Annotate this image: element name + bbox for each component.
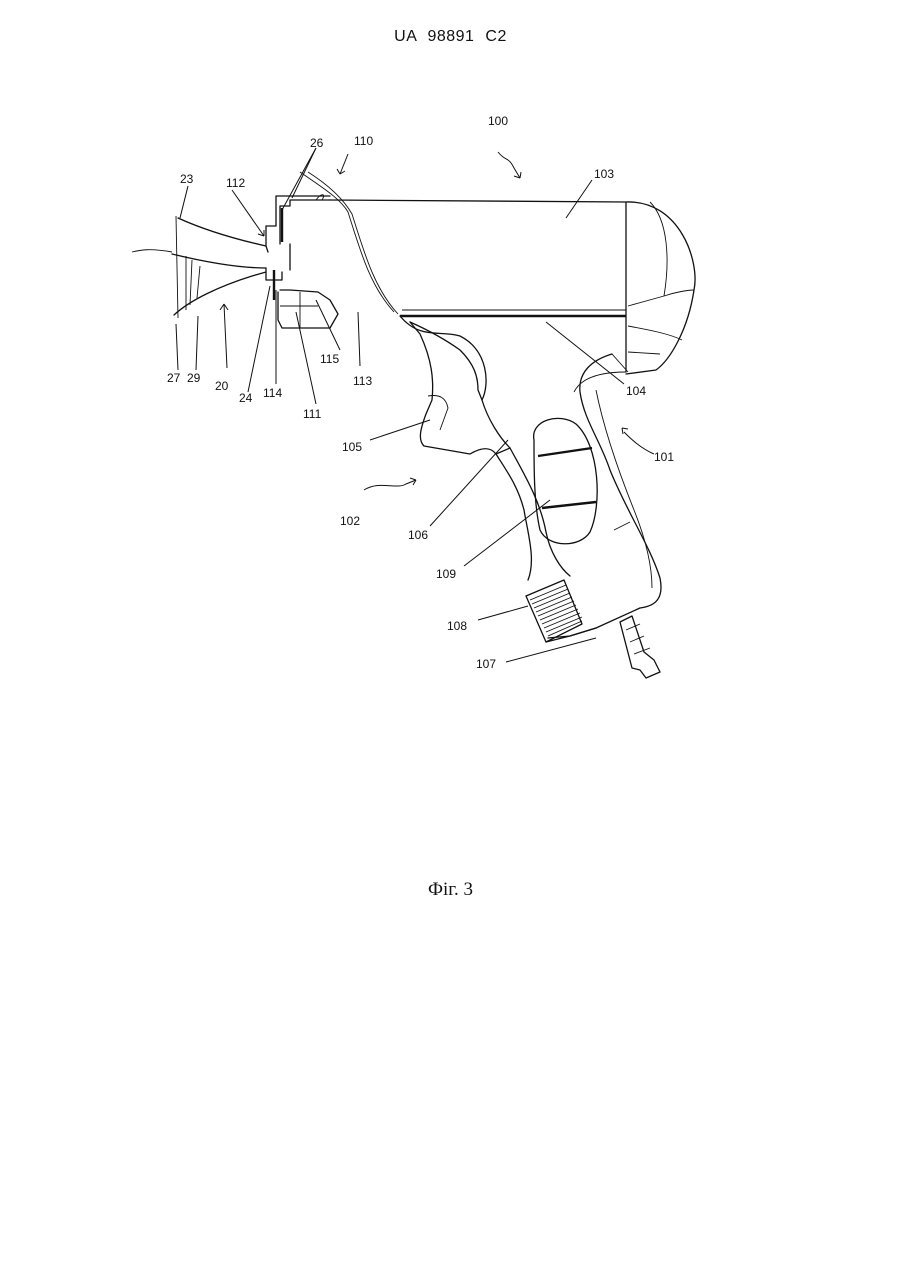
label-103: 103: [594, 167, 614, 181]
figure-caption: Фіг. 3: [0, 879, 901, 901]
label-109: 109: [436, 567, 456, 581]
label-105: 105: [342, 440, 362, 454]
label-100: 100: [488, 114, 508, 128]
label-107: 107: [476, 657, 496, 671]
adapter-drawing: [266, 172, 398, 328]
label-29: 29: [187, 371, 201, 385]
label-108: 108: [447, 619, 467, 633]
label-27: 27: [167, 371, 181, 385]
label-20: 20: [215, 379, 229, 393]
label-106: 106: [408, 528, 428, 542]
label-101: 101: [654, 450, 674, 464]
label-104: 104: [626, 384, 646, 398]
label-24: 24: [239, 391, 253, 405]
label-23: 23: [180, 172, 194, 186]
nozzle-drawing: [132, 216, 268, 318]
label-115: 115: [320, 352, 339, 366]
label-26: 26: [310, 136, 324, 150]
label-111: 111: [303, 407, 322, 421]
patent-drawing-figure: 100 110 26 23 112 103 27 29 20 24 114 11…: [0, 0, 901, 760]
label-114: 114: [263, 386, 282, 400]
reference-labels: 100 110 26 23 112 103 27 29 20 24 114 11…: [167, 114, 674, 671]
label-112: 112: [226, 176, 245, 190]
gun-body-drawing: [330, 200, 695, 678]
label-113: 113: [353, 374, 372, 388]
label-110: 110: [354, 134, 373, 148]
label-102: 102: [340, 514, 360, 528]
